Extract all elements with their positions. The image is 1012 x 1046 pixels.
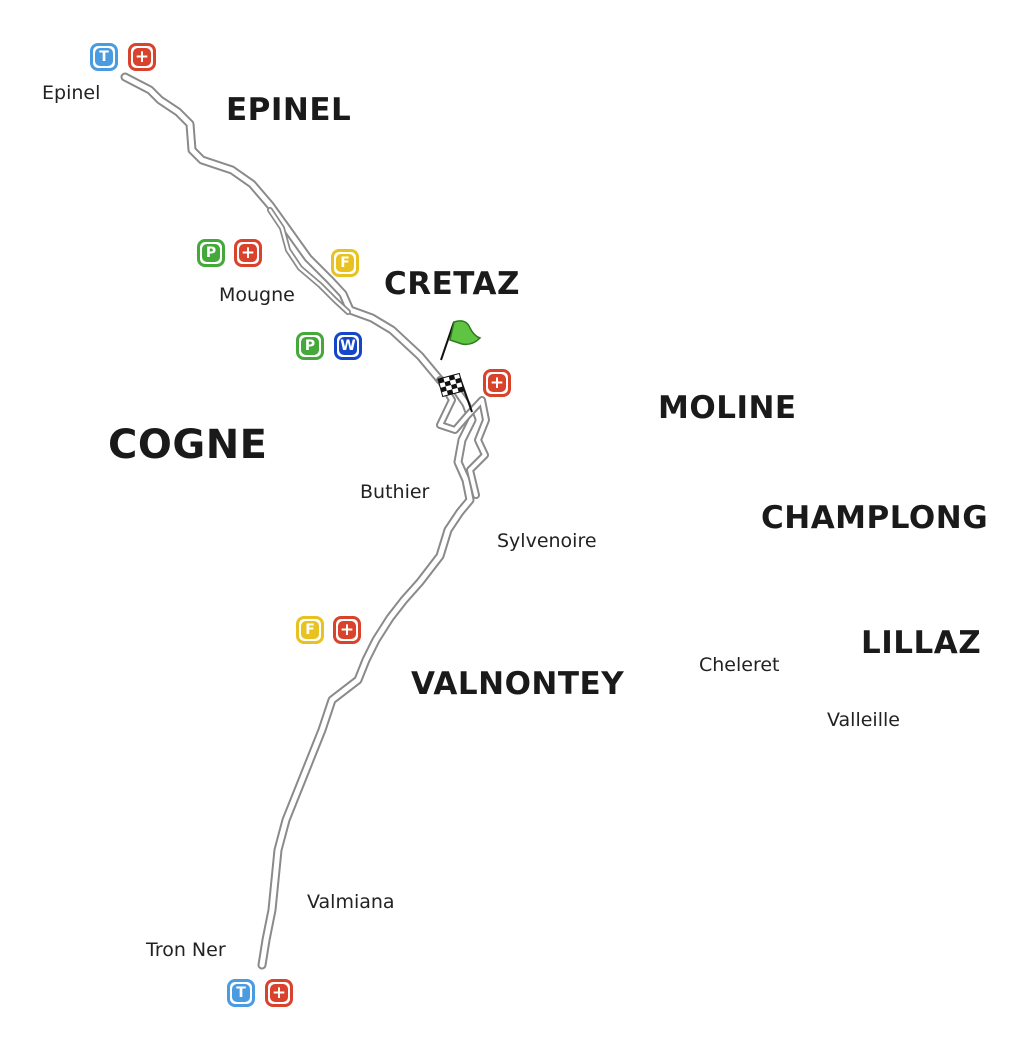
transport-badge-epinel: T: [90, 43, 118, 71]
first-aid-icon: +: [133, 47, 151, 67]
place-valnontey: VALNONTEY: [411, 666, 625, 702]
place-epinel-minor: Epinel: [42, 82, 101, 104]
parking-badge-mougne: P: [197, 239, 225, 267]
first-aid-badge-cretaz: +: [483, 369, 511, 397]
transport-icon: T: [95, 48, 113, 66]
wc-badge-cretaz: W: [334, 332, 362, 360]
first-aid-icon: +: [338, 620, 356, 640]
place-cheleret: Cheleret: [699, 654, 780, 676]
food-badge-valnontey: F: [296, 616, 324, 644]
ski-track-route-inner: [122, 74, 475, 968]
parking-badge-cretaz: P: [296, 332, 324, 360]
place-champlong: CHAMPLONG: [761, 500, 989, 536]
place-epinel-major: EPINEL: [226, 92, 352, 128]
first-aid-badge-mougne: +: [234, 239, 262, 267]
finish-flag-icon: [437, 372, 473, 413]
place-lillaz: LILLAZ: [861, 625, 982, 661]
start-flag-icon: [440, 320, 482, 361]
parking-icon: P: [202, 244, 220, 262]
food-icon: F: [336, 254, 354, 272]
place-buthier: Buthier: [360, 481, 430, 503]
place-valleille: Valleille: [827, 709, 900, 731]
place-valmiana: Valmiana: [307, 891, 395, 913]
first-aid-icon: +: [270, 983, 288, 1003]
wc-icon: W: [339, 337, 357, 355]
transport-icon: T: [232, 984, 250, 1002]
ski-track-parallel-inner: [268, 208, 350, 314]
place-tron-ner: Tron Ner: [146, 939, 226, 961]
food-icon: F: [301, 621, 319, 639]
first-aid-badge-epinel: +: [128, 43, 156, 71]
transport-badge-tron-ner: T: [227, 979, 255, 1007]
place-moline: MOLINE: [658, 390, 797, 426]
place-cogne: COGNE: [108, 422, 268, 468]
ski-track-route: [120, 72, 477, 970]
parking-icon: P: [301, 337, 319, 355]
first-aid-badge-tron-ner: +: [265, 979, 293, 1007]
ski-track-loop-inner: [438, 378, 488, 497]
first-aid-badge-valnontey: +: [333, 616, 361, 644]
food-badge-cretaz: F: [331, 249, 359, 277]
place-cretaz: CRETAZ: [384, 266, 521, 302]
place-mougne: Mougne: [219, 284, 295, 306]
first-aid-icon: +: [488, 373, 506, 393]
first-aid-icon: +: [239, 243, 257, 263]
place-sylvenoire: Sylvenoire: [497, 530, 597, 552]
